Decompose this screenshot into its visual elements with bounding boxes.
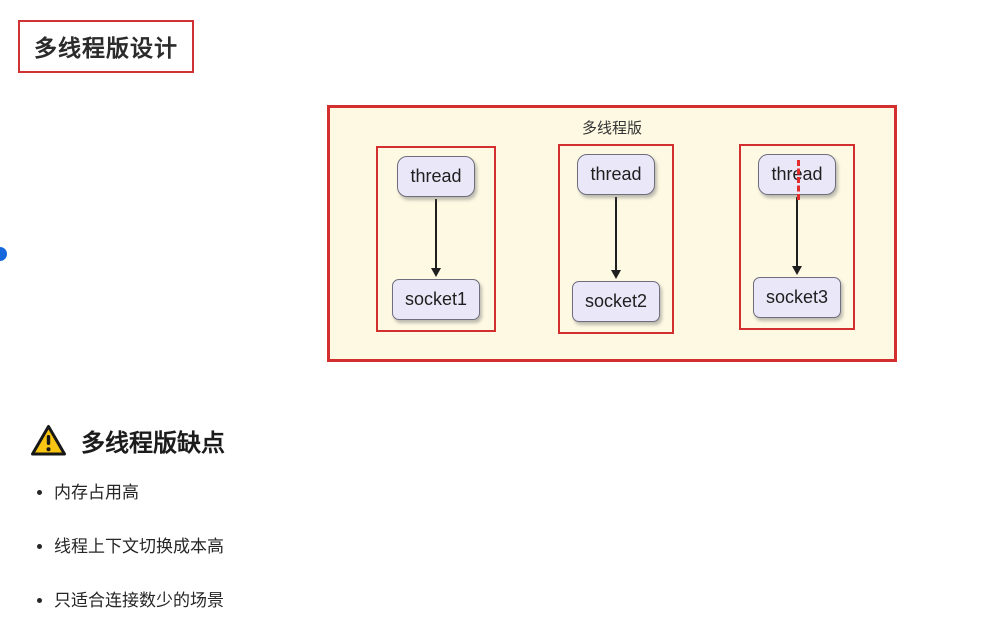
arrow-down-icon: [611, 270, 621, 279]
warning-list: 内存占用高 线程上下文切换成本高 只适合连接数少的场景: [32, 478, 224, 626]
warning-triangle-icon: [30, 424, 67, 457]
red-dashed-marker: [797, 160, 800, 200]
arrow-line: [796, 197, 798, 266]
warning-title: 多线程版缺点: [81, 430, 225, 457]
thread-node: thread: [758, 154, 836, 195]
thread-column-2: thread socket2: [558, 144, 674, 334]
list-item: 只适合连接数少的场景: [54, 586, 224, 611]
multithread-diagram: 多线程版 thread socket1 thread socket2 threa…: [327, 105, 897, 362]
warning-header: 多线程版缺点: [30, 423, 225, 458]
thread-node: thread: [397, 156, 475, 197]
thread-column-1: thread socket1: [376, 146, 496, 332]
socket-node: socket1: [391, 279, 481, 320]
blue-dot-indicator: [0, 247, 7, 261]
thread-column-3: thread socket3: [739, 144, 855, 330]
list-item: 线程上下文切换成本高: [54, 532, 224, 557]
arrow-down-icon: [431, 268, 441, 277]
thread-node: thread: [577, 154, 655, 195]
thread-to-socket-arrow: [611, 197, 621, 279]
arrow-down-icon: [792, 266, 802, 275]
list-item: 内存占用高: [54, 478, 224, 503]
thread-to-socket-arrow: [431, 199, 441, 277]
arrow-line: [435, 199, 437, 268]
thread-to-socket-arrow: [792, 197, 802, 275]
socket-node: socket3: [752, 277, 842, 318]
arrow-line: [615, 197, 617, 270]
socket-node: socket2: [571, 281, 661, 322]
page-title: 多线程版设计: [18, 20, 194, 73]
diagram-title: 多线程版: [581, 120, 642, 137]
